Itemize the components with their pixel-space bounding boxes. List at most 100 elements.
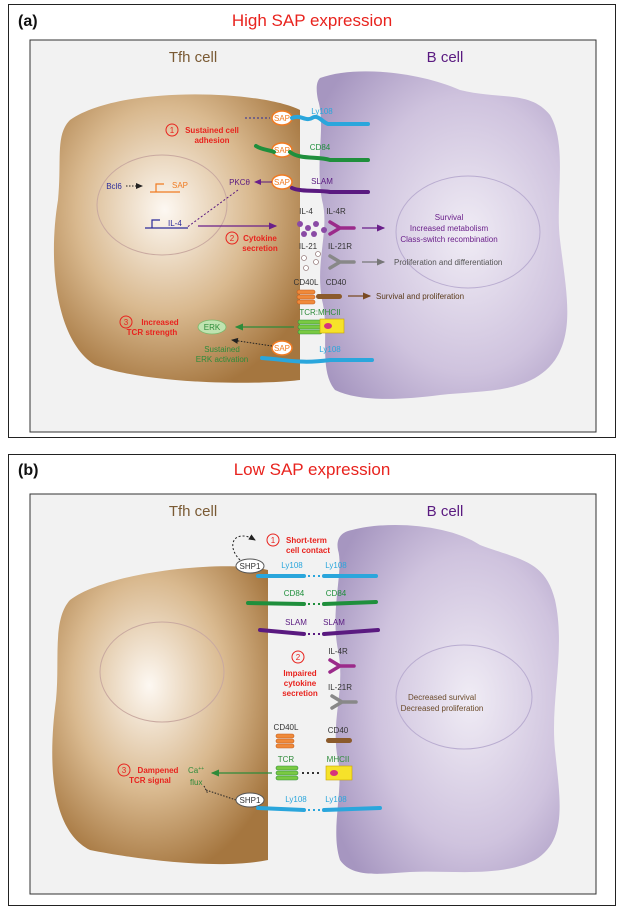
- erk-label: ERK: [204, 323, 221, 332]
- il4-label: IL-4: [299, 207, 313, 216]
- slam-left-label-b: SLAM: [285, 618, 307, 627]
- sustained-erk-text-1: Sustained: [204, 345, 240, 354]
- outcome-survival: Survival: [435, 213, 464, 222]
- b-cell-a: [316, 71, 568, 399]
- decreased-survival: Decreased survival: [408, 693, 476, 702]
- slam-receptor-a: [290, 186, 370, 194]
- step-2-circle-b: [291, 650, 305, 664]
- slam-right-label-b: SLAM: [323, 618, 345, 627]
- il21r-receptor: [328, 254, 356, 270]
- step-3-circle-b: [117, 763, 131, 777]
- impaired-text-2: cytokine: [284, 679, 317, 688]
- impaired-text-1: Impaired: [283, 669, 316, 678]
- cd84-right-label-b: CD84: [326, 589, 347, 598]
- tfh-label-a: Tfh cell: [169, 49, 217, 66]
- sap-gene-mark: [150, 183, 180, 193]
- b-label-b: B cell: [427, 503, 464, 520]
- slam-left-b: [258, 628, 306, 636]
- il4r-receptor-b: [328, 658, 356, 674]
- ly108b-right-label: Ly108: [325, 795, 347, 804]
- slam-right-b: [322, 628, 380, 636]
- cd40l-molecule-a: [296, 289, 316, 305]
- step-2-number-a: 2: [230, 234, 235, 243]
- step-1-number-a: 1: [170, 126, 175, 135]
- slam-label-a: SLAM: [311, 177, 333, 186]
- outcome-metabolism: Increased metabolism: [410, 224, 489, 233]
- il4r-receptor: [328, 220, 356, 236]
- sap-badge-1-label: SAP: [274, 114, 290, 123]
- tfh-nucleus-a: [96, 154, 228, 256]
- impaired-text-3: secretion: [282, 689, 318, 698]
- cd40l-label-a: CD40L: [294, 278, 319, 287]
- tfh-cell-a: [53, 94, 300, 383]
- cd84-receptor-a: [254, 144, 370, 162]
- b-nucleus-a: [395, 175, 541, 289]
- step-2-circle-a: [225, 231, 239, 245]
- il4-gene-mark: [145, 219, 188, 229]
- cd40-molecule-a: [316, 294, 342, 299]
- ly108-left-label-b: Ly108: [281, 561, 303, 570]
- cd40-label-a: CD40: [326, 278, 347, 287]
- erk-badge: [197, 319, 227, 335]
- cd84-left-label-b: CD84: [284, 589, 305, 598]
- b-nucleus-b: [395, 644, 533, 750]
- pkc-dotted-link: [185, 189, 239, 229]
- cd84-label-a: CD84: [310, 143, 331, 152]
- cd40l-molecule-b: [275, 733, 295, 749]
- sap-badge-4-label: SAP: [274, 344, 290, 353]
- ly108-right-label-b: Ly108: [325, 561, 347, 570]
- step-1-circle-b: [266, 533, 280, 547]
- b-cell-b: [335, 525, 560, 874]
- outcome-proliferation-diff: Proliferation and differentiation: [394, 258, 502, 267]
- tcr-molecule-b: [275, 765, 299, 781]
- il21-molecules: [301, 251, 321, 271]
- il21r-receptor-b: [330, 694, 358, 710]
- il4r-label-b: IL-4R: [328, 647, 348, 656]
- tfh-cell-b: [52, 566, 268, 865]
- ly108-label-a2: Ly108: [319, 345, 341, 354]
- pkc-label: PKCθ: [229, 178, 250, 187]
- outcome-class-switch: Class-switch recombination: [400, 235, 497, 244]
- sap-badge-3-label: SAP: [274, 178, 290, 187]
- cd40-molecule-b: [326, 738, 352, 743]
- cytokine-text-2: secretion: [242, 244, 278, 253]
- shp1-badge-top: [235, 558, 265, 574]
- sap-gene-label: SAP: [172, 181, 188, 190]
- ca-label: Ca++: [188, 766, 204, 775]
- cd84-right-b: [322, 600, 378, 606]
- peptide-a: [324, 323, 332, 329]
- short-term-text-2: cell contact: [286, 546, 330, 555]
- shp1-bottom-label: SHP1: [240, 796, 261, 805]
- step-3-circle-a: [119, 315, 133, 329]
- il21r-label: IL-21R: [328, 242, 352, 251]
- panel-a-letter: (a): [18, 13, 38, 30]
- il21r-label-b: IL-21R: [328, 683, 352, 692]
- short-term-loop: [232, 534, 256, 561]
- ly108b-right: [322, 806, 382, 812]
- il21-label: IL-21: [299, 242, 318, 251]
- shp1-badge-bottom: [235, 792, 265, 808]
- step-1-number-b: 1: [271, 536, 276, 545]
- dampened-text-1: Dampened: [138, 766, 179, 775]
- ly108b-left-label: Ly108: [285, 795, 307, 804]
- decreased-proliferation: Decreased proliferation: [401, 704, 484, 713]
- sustained-erk-text-2: ERK activation: [196, 355, 248, 364]
- bcl6-label: Bcl6: [106, 182, 122, 191]
- cytokine-text-1: Cytokine: [243, 234, 277, 243]
- il4-molecules: [297, 221, 327, 237]
- short-term-text-1: Short-term: [286, 536, 327, 545]
- sap-badge-2-label: SAP: [274, 146, 290, 155]
- step-3-number-b: 3: [122, 766, 127, 775]
- panel-a-title: High SAP expression: [232, 11, 392, 30]
- peptide-b: [330, 770, 338, 776]
- cd40l-label-b: CD40L: [274, 723, 299, 732]
- shp1-top-label: SHP1: [240, 562, 261, 571]
- sap-badge-4: [271, 340, 293, 356]
- tfh-label-b: Tfh cell: [169, 503, 217, 520]
- tcr-molecule-a: [297, 319, 323, 335]
- ly108b-left: [256, 806, 306, 812]
- tcr-mhc-label: TCR:MHCII: [299, 308, 340, 317]
- ly108-receptor-a2: [260, 356, 374, 364]
- tfh-nucleus-b: [99, 621, 225, 723]
